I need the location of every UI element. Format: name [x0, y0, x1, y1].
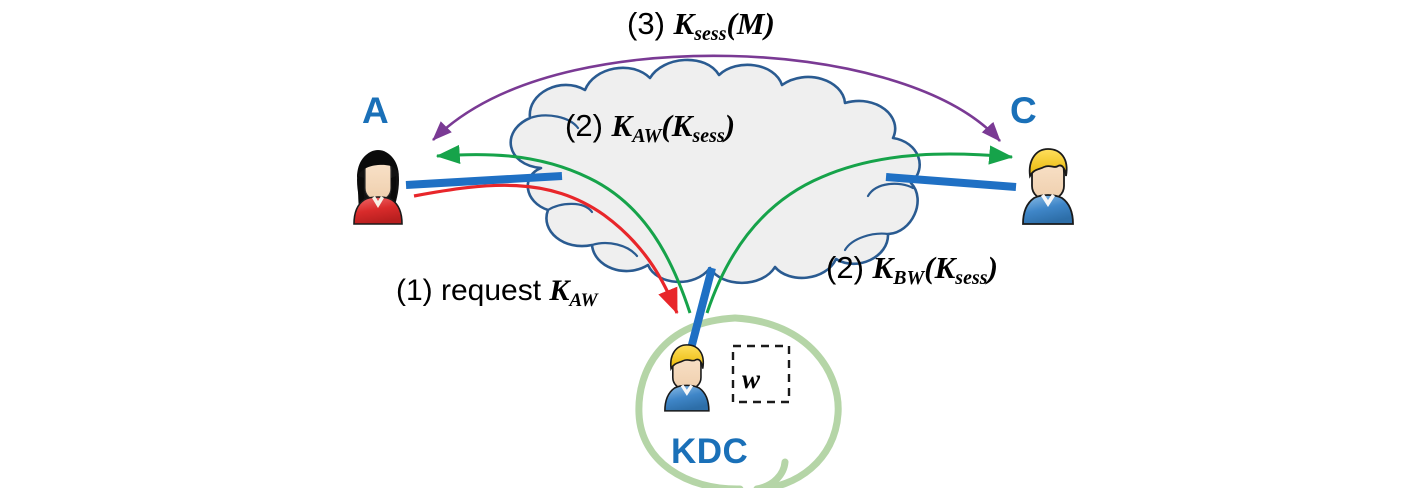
- link-c-cloud: [885, 173, 1017, 191]
- step3-key: K: [673, 6, 695, 41]
- person-icon-c: [1022, 148, 1074, 225]
- step3-close-paren: ): [764, 6, 775, 41]
- network-cloud: [509, 58, 921, 285]
- step2bw-arg-sub: sess: [955, 266, 988, 289]
- step3-arg: M: [736, 6, 765, 41]
- step3-key-sub: sess: [694, 22, 727, 45]
- kdc-key-box-label: w: [742, 364, 761, 394]
- step2bw-close-paren: ): [987, 250, 998, 285]
- node-label-c: C: [1010, 90, 1037, 131]
- step2bw-key-sub: BW: [893, 266, 925, 289]
- step1-prefix: (1) request: [396, 274, 550, 307]
- node-label-kdc: KDC: [671, 432, 749, 471]
- step2bw-open-paren: (: [924, 250, 935, 285]
- arrow-step2-aw: [435, 144, 692, 314]
- arrow-step1-request: [413, 183, 679, 315]
- person-icon-kdc: [664, 344, 710, 412]
- node-label-a: A: [362, 90, 389, 131]
- step2aw-open-paren: (: [661, 108, 672, 143]
- link-kdc-cloud: [684, 266, 716, 362]
- step1-key: K: [549, 274, 570, 307]
- arrow-step3-session: [432, 54, 1001, 142]
- message-label-step1: (1) request KAW: [396, 276, 598, 310]
- step2aw-key-sub: AW: [632, 124, 662, 147]
- step2bw-key: K: [872, 250, 894, 285]
- step2aw-key: K: [611, 108, 633, 143]
- network-links: [405, 172, 1017, 362]
- kdc-key-box: [731, 344, 791, 404]
- step2aw-arg: K: [671, 108, 693, 143]
- step2bw-arg: K: [934, 250, 956, 285]
- person-icon-a: [353, 150, 403, 225]
- step2aw-prefix: (2): [565, 108, 612, 143]
- message-label-step2-bw: (2) KBW(Ksess): [826, 252, 998, 289]
- arrow-step2-bw: [705, 145, 1014, 314]
- message-label-step3: (3) Ksess(M): [627, 8, 775, 45]
- step2bw-prefix: (2): [826, 250, 873, 285]
- step1-key-sub: AW: [569, 289, 598, 311]
- step2aw-close-paren: ): [724, 108, 736, 143]
- step2aw-arg-sub: sess: [692, 124, 725, 147]
- step3-prefix: (3): [627, 6, 674, 41]
- link-a-cloud: [405, 172, 563, 189]
- message-label-step2-aw: (2) KAW(Ksess): [565, 110, 735, 147]
- step3-open-paren: (: [726, 6, 737, 41]
